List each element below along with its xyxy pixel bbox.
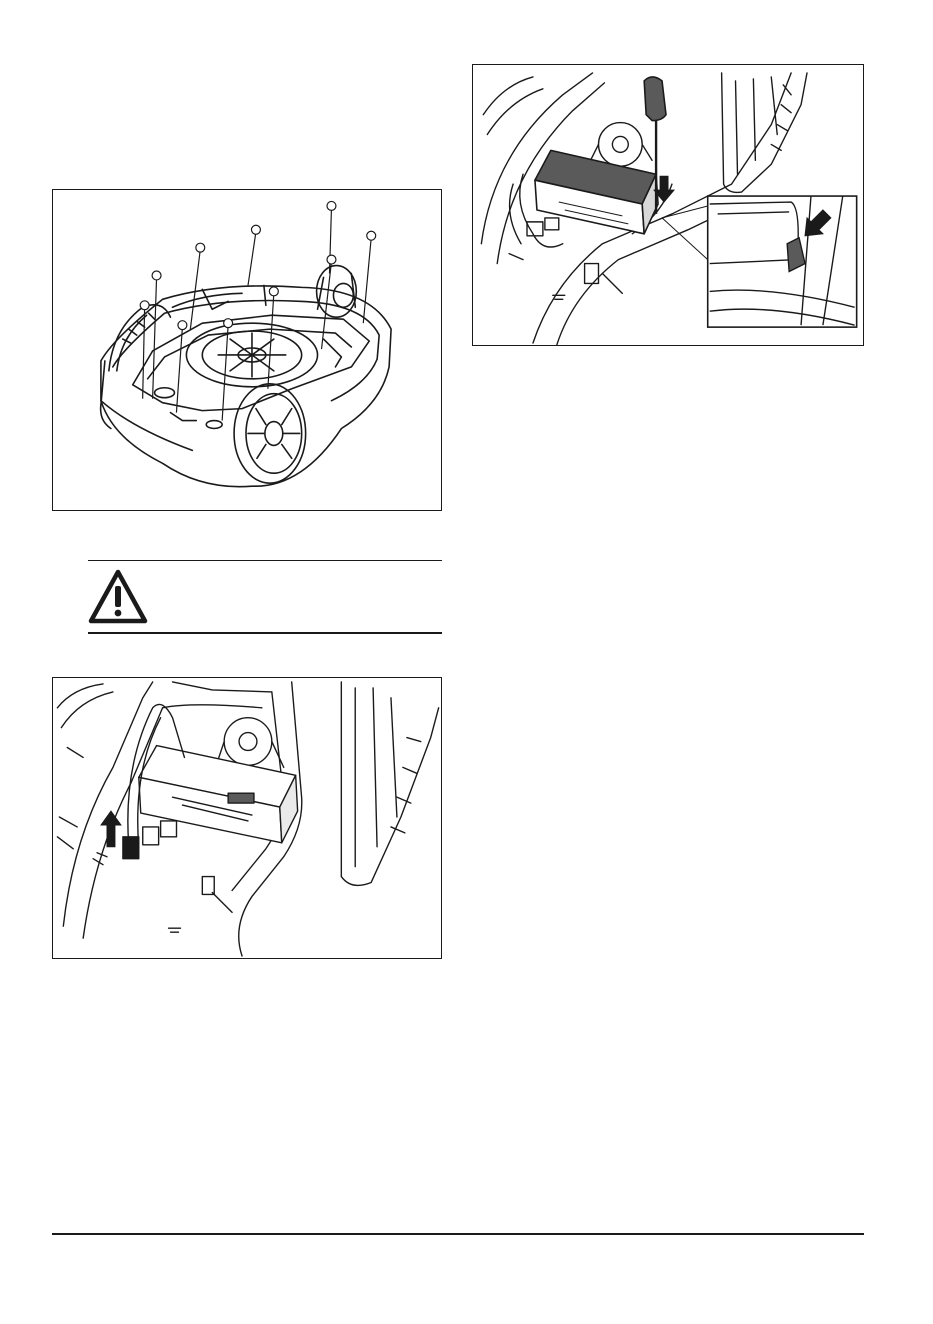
screwdriver-battery-removal-figure: [472, 64, 864, 346]
mower-underside-screws-illustration: [53, 190, 441, 510]
battery-cable-disconnect-figure: [52, 677, 442, 959]
warning-triangle-icon: [88, 569, 148, 625]
warning-box: [88, 560, 442, 634]
battery-cable-disconnect-illustration: [53, 678, 441, 958]
mower-underside-screws-figure: [52, 189, 442, 511]
screwdriver-battery-removal-illustration: [473, 65, 863, 345]
footer-rule: [52, 1233, 864, 1235]
